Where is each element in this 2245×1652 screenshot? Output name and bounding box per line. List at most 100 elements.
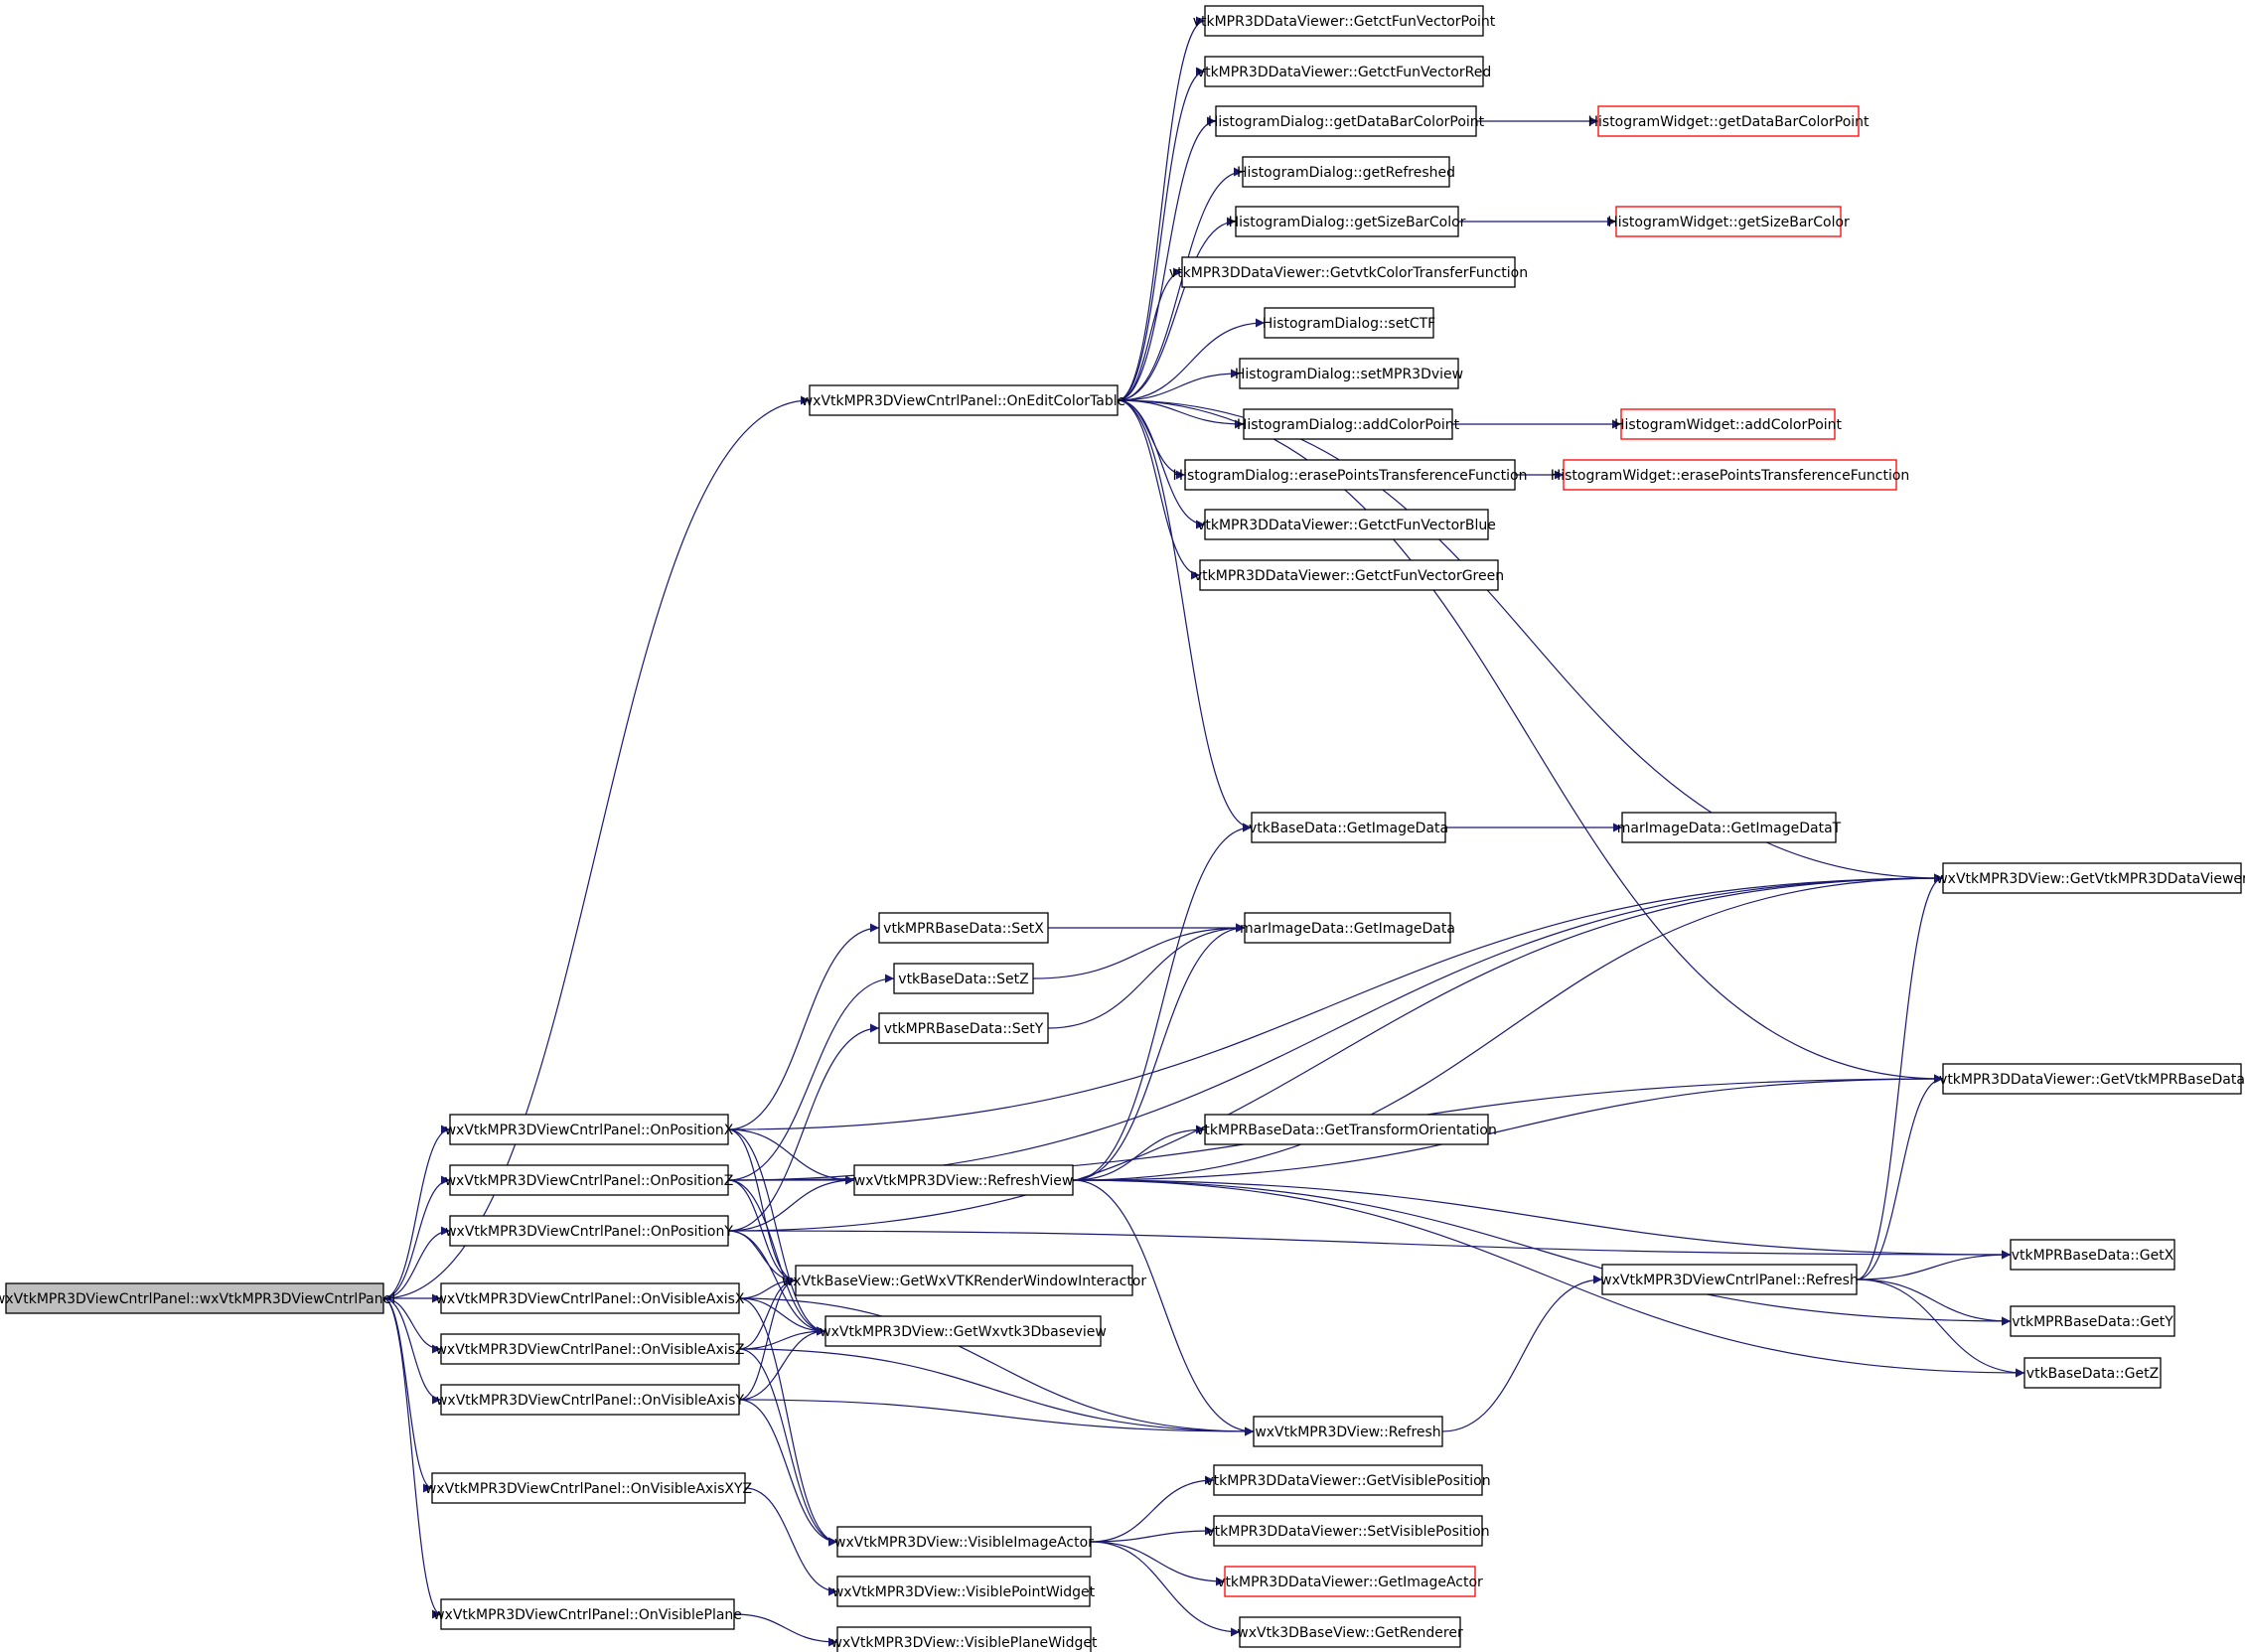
- node-box-hweptf[interactable]: [1563, 459, 1897, 491]
- node-wvpw[interactable]: wxVtkMPR3DView::VisiblePointWidget: [832, 1576, 1096, 1607]
- node-oect[interactable]: wxVtkMPR3DViewCntrlPanel::OnEditColorTab…: [802, 384, 1126, 416]
- node-root[interactable]: wxVtkMPR3DViewCntrlPanel::wxVtkMPR3DView…: [0, 1282, 395, 1314]
- node-box-wgvi[interactable]: [795, 1265, 1133, 1296]
- node-hdeptf[interactable]: HistogramDialog::erasePointsTransference…: [1173, 459, 1528, 491]
- node-box-opy[interactable]: [449, 1215, 729, 1247]
- node-hdbcp[interactable]: HistogramDialog::getDataBarColorPoint: [1208, 105, 1485, 137]
- node-box-w3dgr[interactable]: [1239, 1616, 1461, 1648]
- node-box-wvplw[interactable]: [836, 1626, 1092, 1652]
- node-ovy[interactable]: wxVtkMPR3DViewCntrlPanel::OnVisibleAxisY: [436, 1384, 744, 1416]
- node-vgvp[interactable]: vtkMPR3DDataViewer::GetVisiblePosition: [1205, 1464, 1491, 1496]
- node-hwdbcp[interactable]: HistogramWidget::getDataBarColorPoint: [1587, 105, 1870, 137]
- node-hdref[interactable]: HistogramDialog::getRefreshed: [1237, 156, 1455, 188]
- node-box-vmgx[interactable]: [2010, 1239, 2175, 1271]
- node-box-hdbcp[interactable]: [1215, 105, 1477, 137]
- node-hdsbc[interactable]: HistogramDialog::getSizeBarColor: [1229, 206, 1466, 237]
- node-migid[interactable]: marImageData::GetImageData: [1240, 912, 1455, 944]
- node-box-ovxyz[interactable]: [431, 1472, 746, 1504]
- node-vgvbd[interactable]: vtkMPR3DDataViewer::GetVtkMPRBaseData: [1939, 1063, 2245, 1095]
- node-box-ovp[interactable]: [440, 1598, 735, 1630]
- node-box-vmsy[interactable]: [878, 1012, 1049, 1044]
- node-vctf[interactable]: vtkMPR3DDataViewer::GetvtkColorTransferF…: [1169, 256, 1528, 288]
- node-box-wgvdv[interactable]: [1942, 862, 2242, 894]
- node-box-wvpw[interactable]: [836, 1576, 1091, 1607]
- node-hweptf[interactable]: HistogramWidget::erasePointsTransference…: [1551, 459, 1910, 491]
- node-box-hdsbc[interactable]: [1235, 206, 1459, 237]
- node-opz[interactable]: wxVtkMPR3DViewCntrlPanel::OnPositionZ: [445, 1164, 734, 1196]
- node-vmsy[interactable]: vtkMPRBaseData::SetY: [878, 1012, 1049, 1044]
- node-hwsbc[interactable]: HistogramWidget::getSizeBarColor: [1607, 206, 1850, 237]
- node-vmgy[interactable]: vtkMPRBaseData::GetY: [2010, 1305, 2175, 1337]
- node-vfvr[interactable]: vtkMPR3DDataViewer::GetctFunVectorRed: [1197, 56, 1491, 87]
- node-opx[interactable]: wxVtkMPR3DViewCntrlPanel::OnPositionX: [445, 1114, 734, 1145]
- node-vbgid[interactable]: vtkBaseData::GetImageData: [1249, 812, 1448, 843]
- node-box-hdctf[interactable]: [1264, 307, 1434, 339]
- node-box-migid[interactable]: [1244, 912, 1451, 944]
- node-vfvg[interactable]: vtkMPR3DDataViewer::GetctFunVectorGreen: [1194, 559, 1504, 591]
- node-vfvp[interactable]: vtkMPR3DDataViewer::GetctFunVectorPoint: [1193, 5, 1496, 37]
- node-ovz[interactable]: wxVtkMPR3DViewCntrlPanel::OnVisibleAxisZ: [435, 1333, 745, 1365]
- node-box-vfvb[interactable]: [1204, 509, 1489, 540]
- node-box-vctf[interactable]: [1181, 256, 1516, 288]
- node-wgvi[interactable]: wxVtkBaseView::GetWxVTKRenderWindowInter…: [782, 1265, 1147, 1296]
- node-box-opx[interactable]: [449, 1114, 729, 1145]
- node-box-vfvr[interactable]: [1204, 56, 1484, 87]
- node-box-hdmpr[interactable]: [1239, 358, 1459, 389]
- node-box-hwdbcp[interactable]: [1597, 105, 1860, 137]
- node-box-cpref[interactable]: [1601, 1264, 1858, 1295]
- node-vgia[interactable]: vtkMPR3DDataViewer::GetImageActor: [1217, 1566, 1483, 1597]
- node-box-hdref[interactable]: [1242, 156, 1450, 188]
- node-box-vsvp[interactable]: [1213, 1515, 1483, 1547]
- node-wrv[interactable]: wxVtkMPR3DView::RefreshView: [853, 1164, 1074, 1196]
- node-vmgx[interactable]: vtkMPRBaseData::GetX: [2010, 1239, 2175, 1271]
- node-vsvp[interactable]: vtkMPR3DDataViewer::SetVisiblePosition: [1206, 1515, 1490, 1547]
- node-box-vgvbd[interactable]: [1942, 1063, 2242, 1095]
- node-box-migidt[interactable]: [1621, 812, 1837, 843]
- node-box-root[interactable]: [5, 1282, 384, 1314]
- node-hdmpr[interactable]: HistogramDialog::setMPR3Dview: [1235, 358, 1463, 389]
- node-box-ovy[interactable]: [440, 1384, 740, 1416]
- node-box-hwacp[interactable]: [1620, 408, 1836, 440]
- node-box-hwsbc[interactable]: [1615, 206, 1842, 237]
- node-box-ovx[interactable]: [440, 1282, 740, 1314]
- node-box-vgia[interactable]: [1224, 1566, 1476, 1597]
- node-box-vbgid[interactable]: [1251, 812, 1446, 843]
- node-vbgz[interactable]: vtkBaseData::GetZ: [2023, 1357, 2162, 1389]
- node-box-vmsx[interactable]: [878, 912, 1049, 944]
- node-box-vfvp[interactable]: [1204, 5, 1484, 37]
- node-wvplw[interactable]: wxVtkMPR3DView::VisiblePlaneWidget: [831, 1626, 1098, 1652]
- node-ovp[interactable]: wxVtkMPR3DViewCntrlPanel::OnVisiblePlane: [433, 1598, 742, 1630]
- node-wvia[interactable]: wxVtkMPR3DView::VisibleImageActor: [834, 1526, 1094, 1558]
- node-vmgto[interactable]: vtkMPRBaseData::GetTransformOrientation: [1196, 1114, 1497, 1145]
- node-box-vgvp[interactable]: [1213, 1464, 1483, 1496]
- node-wref[interactable]: wxVtkMPR3DView::Refresh: [1253, 1416, 1443, 1447]
- node-box-wrv[interactable]: [853, 1164, 1074, 1196]
- node-vmsx[interactable]: vtkMPRBaseData::SetX: [878, 912, 1049, 944]
- node-box-wgw3d[interactable]: [824, 1315, 1102, 1347]
- node-box-hdacp[interactable]: [1243, 408, 1453, 440]
- node-ovx[interactable]: wxVtkMPR3DViewCntrlPanel::OnVisibleAxisX: [435, 1282, 745, 1314]
- node-opy[interactable]: wxVtkMPR3DViewCntrlPanel::OnPositionY: [445, 1215, 733, 1247]
- node-box-wref[interactable]: [1253, 1416, 1443, 1447]
- node-hdacp[interactable]: HistogramDialog::addColorPoint: [1237, 408, 1460, 440]
- node-cpref[interactable]: wxVtkMPR3DViewCntrlPanel::Refresh: [1600, 1264, 1859, 1295]
- node-wgw3d[interactable]: wxVtkMPR3DView::GetWxvtk3Dbaseview: [820, 1315, 1107, 1347]
- node-vbsz[interactable]: vtkBaseData::SetZ: [893, 963, 1034, 994]
- node-box-vmgto[interactable]: [1204, 1114, 1489, 1145]
- node-box-vfvg[interactable]: [1199, 559, 1499, 591]
- node-hdctf[interactable]: HistogramDialog::setCTF: [1263, 307, 1435, 339]
- node-box-vbgz[interactable]: [2023, 1357, 2162, 1389]
- node-box-ovz[interactable]: [440, 1333, 740, 1365]
- node-hwacp[interactable]: HistogramWidget::addColorPoint: [1614, 408, 1843, 440]
- node-box-hdeptf[interactable]: [1184, 459, 1516, 491]
- node-migidt[interactable]: marImageData::GetImageDataT: [1617, 812, 1842, 843]
- node-wgvdv[interactable]: wxVtkMPR3DView::GetVtkMPR3DDataViewer: [1936, 862, 2245, 894]
- node-box-opz[interactable]: [449, 1164, 729, 1196]
- node-box-vbsz[interactable]: [893, 963, 1034, 994]
- node-vfvb[interactable]: vtkMPR3DDataViewer::GetctFunVectorBlue: [1197, 509, 1496, 540]
- node-box-wvia[interactable]: [836, 1526, 1092, 1558]
- node-box-vmgy[interactable]: [2010, 1305, 2175, 1337]
- node-w3dgr[interactable]: wxVtk3DBaseView::GetRenderer: [1237, 1616, 1463, 1648]
- node-box-oect[interactable]: [809, 384, 1119, 416]
- node-ovxyz[interactable]: wxVtkMPR3DViewCntrlPanel::OnVisibleAxisX…: [425, 1472, 752, 1504]
